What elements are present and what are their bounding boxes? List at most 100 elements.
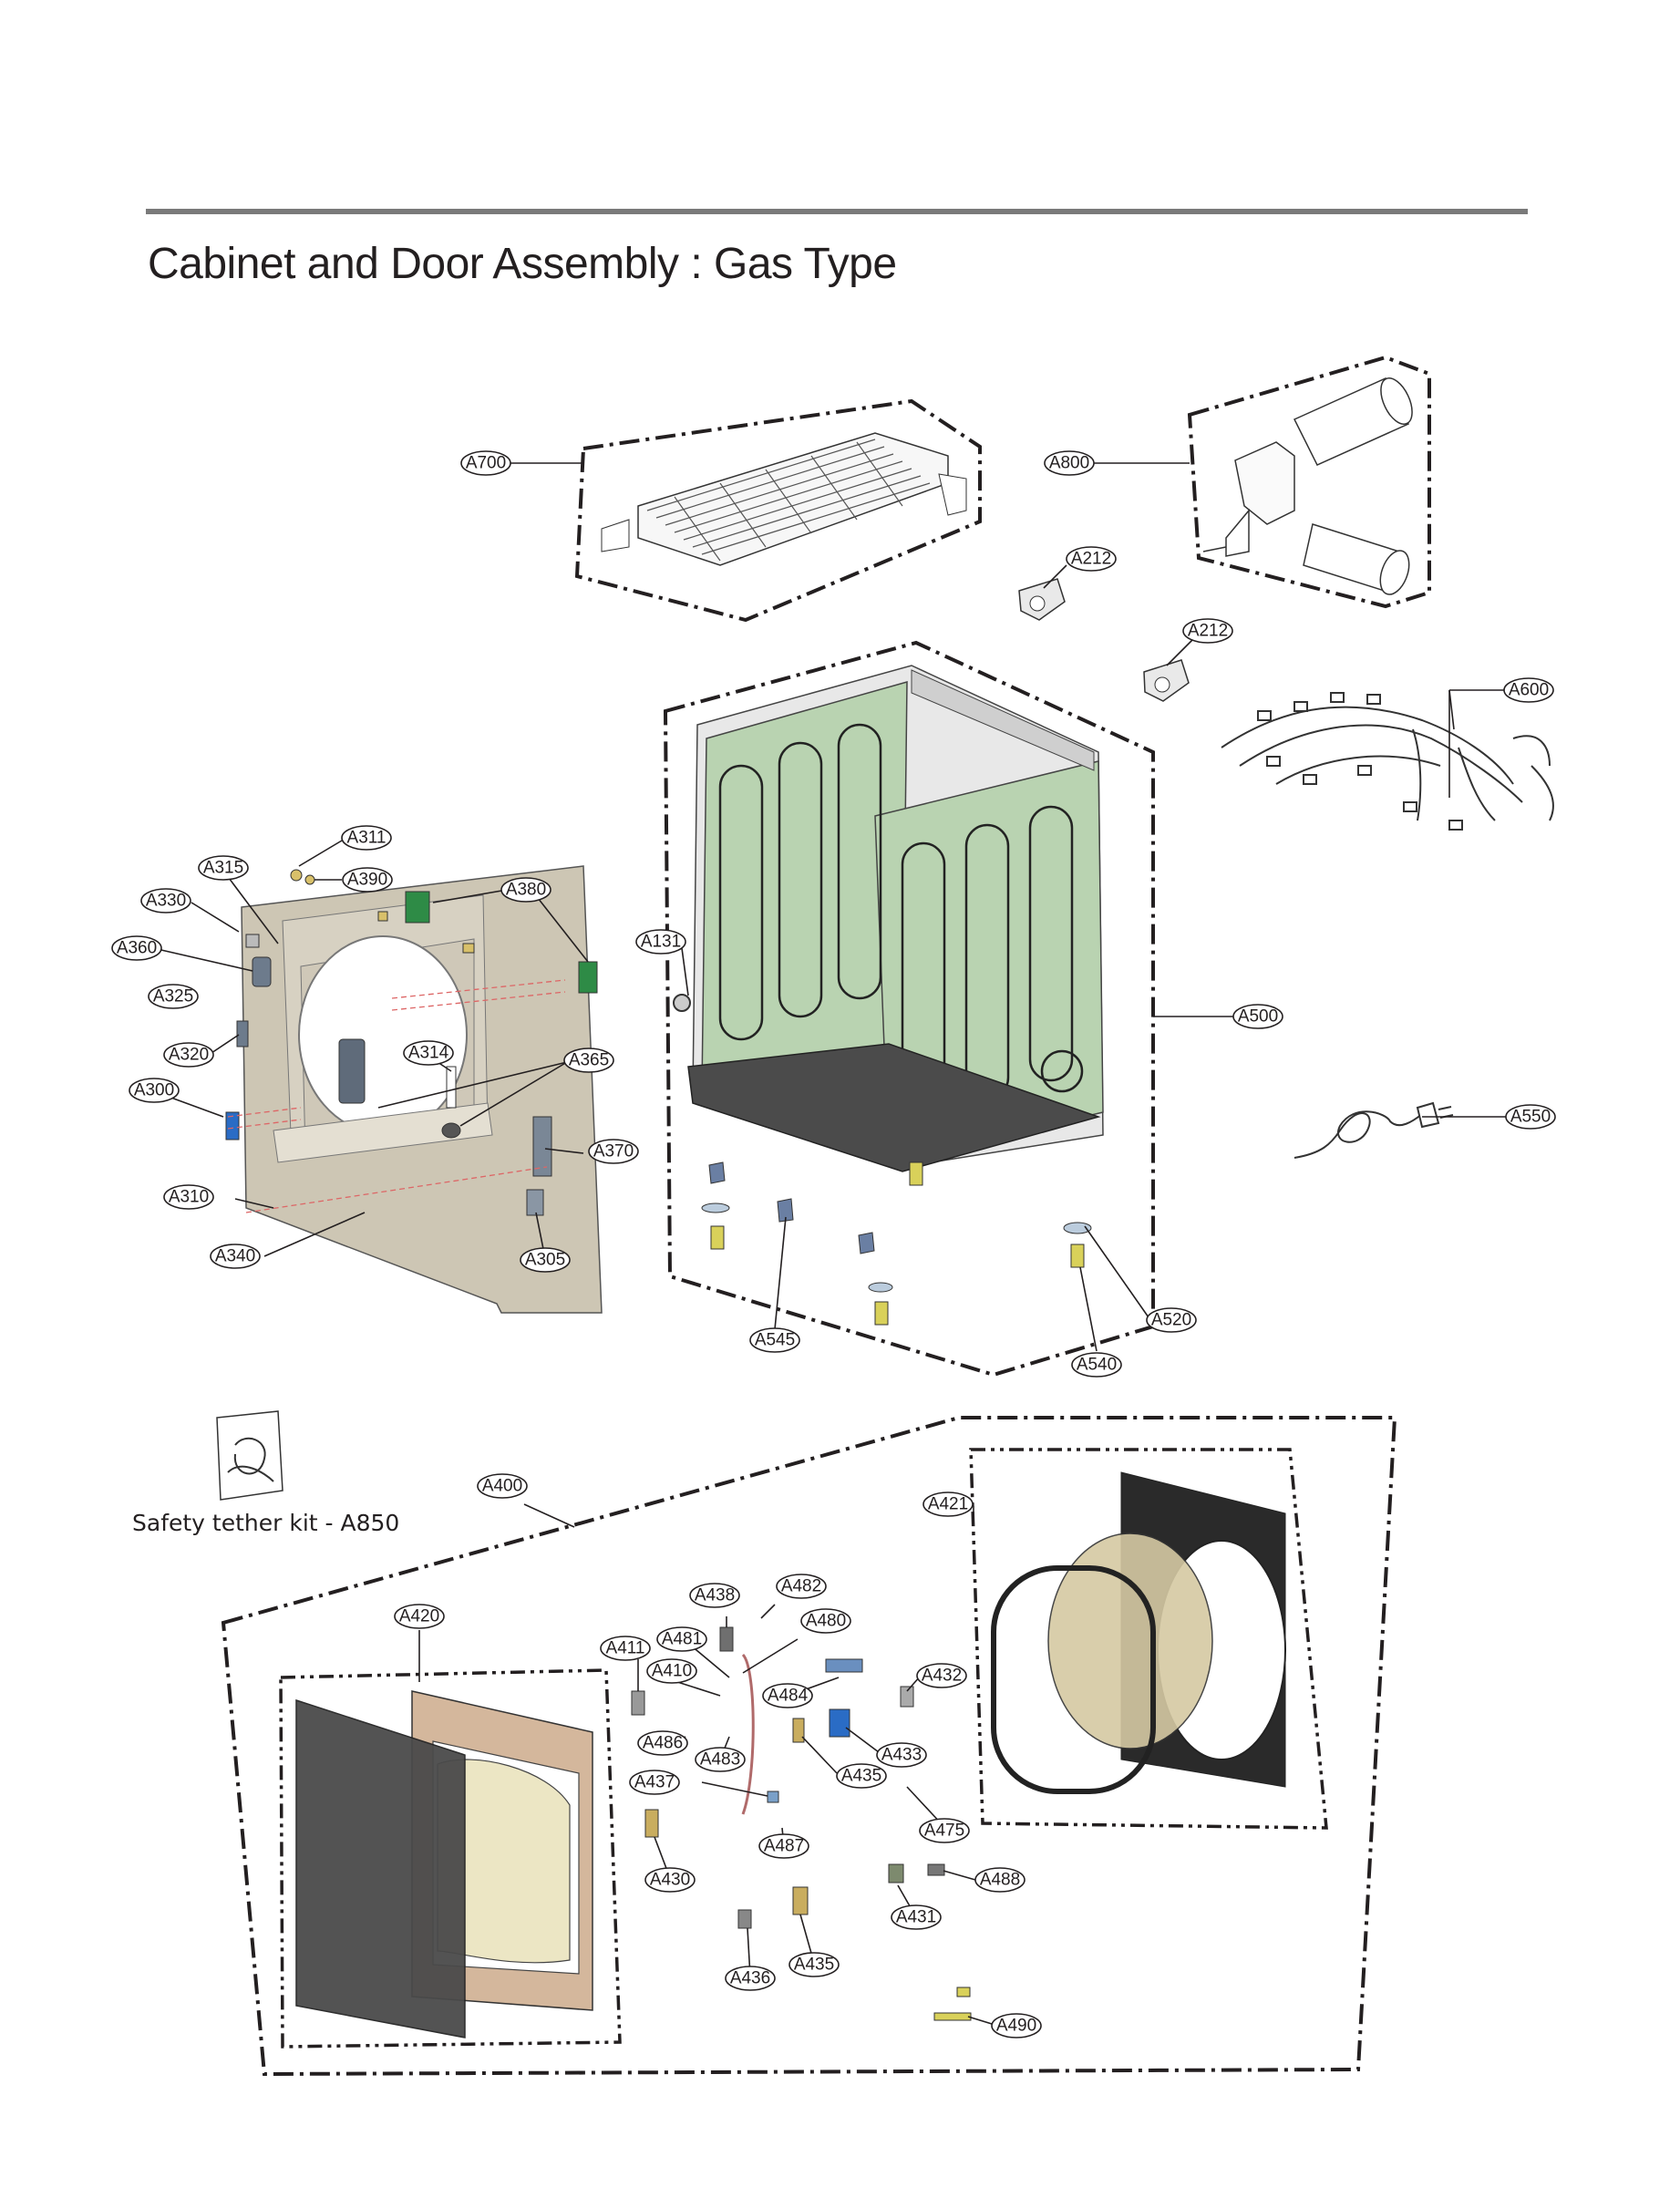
callout-a370: A370 [588,1139,639,1164]
callout-a431: A431 [891,1904,942,1930]
svg-text:A482: A482 [781,1577,821,1596]
callout-a545: A545 [749,1327,800,1353]
callout-a437: A437 [629,1770,680,1795]
callout-a310: A310 [163,1184,214,1210]
svg-text:A480: A480 [806,1612,846,1631]
callout-a600: A600 [1503,677,1554,703]
exhaust-duct-group [1187,355,1431,609]
callout-a320: A320 [163,1042,214,1068]
callout-a481: A481 [656,1626,707,1652]
svg-text:A420: A420 [399,1607,439,1626]
page-title: Cabinet and Door Assembly : Gas Type [148,240,897,288]
cabinet-body [687,665,1104,1172]
svg-text:A212: A212 [1071,550,1111,569]
callout-a550: A550 [1505,1104,1556,1130]
svg-text:A340: A340 [215,1247,255,1266]
callout-a330: A330 [140,888,191,913]
callout-a365: A365 [563,1048,614,1073]
callout-a540: A540 [1071,1352,1122,1378]
safety-tether-kit-icon [216,1410,283,1501]
svg-text:A540: A540 [1077,1356,1117,1375]
safety-tether-kit-label: Safety tether kit - A850 [132,1510,400,1536]
header-rule [146,209,1528,214]
callout-a432: A432 [916,1663,967,1688]
svg-text:A481: A481 [662,1630,702,1649]
svg-text:A475: A475 [924,1822,964,1841]
svg-text:A437: A437 [634,1773,675,1792]
svg-text:A305: A305 [525,1251,565,1270]
svg-text:A436: A436 [730,1969,770,1988]
svg-text:A484: A484 [768,1687,809,1706]
svg-text:A300: A300 [134,1081,174,1100]
callout-a436: A436 [725,1966,776,1991]
top-panel-part [601,432,967,566]
svg-text:A411: A411 [606,1639,645,1658]
callout-a305: A305 [520,1247,571,1273]
svg-text:A212: A212 [1188,622,1228,641]
callout-a315: A315 [198,855,249,881]
callout-a325: A325 [148,984,199,1009]
power-cord-part [1293,1101,1454,1159]
callout-a400: A400 [477,1473,528,1499]
wire-harness-part [1221,692,1554,831]
svg-text:A390: A390 [347,871,387,890]
callout-a421: A421 [922,1491,974,1517]
callout-a311: A311 [341,825,392,851]
svg-text:A700: A700 [466,454,506,473]
svg-text:A325: A325 [153,987,193,1006]
callout-a483: A483 [695,1747,746,1772]
svg-text:A320: A320 [169,1046,209,1065]
svg-text:A330: A330 [146,892,186,911]
svg-text:A490: A490 [996,2017,1036,2036]
control-part-upper [1018,578,1066,621]
callout-a420: A420 [394,1604,445,1629]
callout-a482: A482 [776,1574,827,1599]
svg-text:A314: A314 [408,1044,449,1063]
cabinet-group [663,640,1155,1378]
svg-text:A315: A315 [203,859,243,878]
svg-text:A483: A483 [700,1750,740,1770]
callout-a484: A484 [762,1683,813,1708]
svg-text:A431: A431 [896,1908,936,1927]
callout-a390: A390 [342,867,393,893]
callout-a487: A487 [758,1833,809,1859]
svg-text:A430: A430 [650,1871,690,1890]
leveling-legs [701,1161,1092,1326]
svg-text:A421: A421 [928,1495,968,1514]
door-small-parts [631,1626,972,2021]
svg-text:A131: A131 [641,933,681,952]
door-glass-assembly [991,1471,1286,1794]
callout-a380: A380 [500,877,551,903]
svg-text:A310: A310 [169,1188,209,1207]
svg-text:A520: A520 [1151,1311,1191,1330]
callout-a212-upper: A212 [1066,546,1117,572]
svg-text:A438: A438 [695,1586,735,1605]
control-part-lower [1143,659,1190,702]
callout-a435-upper: A435 [836,1763,887,1789]
svg-text:A435: A435 [841,1767,881,1786]
svg-text:A370: A370 [593,1142,634,1161]
callout-a500: A500 [1232,1004,1283,1029]
svg-text:A311: A311 [347,829,387,848]
door-group [221,1416,1397,2077]
svg-text:A380: A380 [506,881,546,900]
callout-a435-lower: A435 [788,1952,840,1977]
callout-a480: A480 [800,1608,851,1634]
svg-text:A488: A488 [980,1871,1020,1890]
svg-text:A600: A600 [1509,681,1549,700]
svg-text:A435: A435 [794,1956,834,1975]
svg-text:A410: A410 [652,1662,692,1681]
callout-a131: A131 [635,929,686,955]
svg-text:A400: A400 [482,1477,522,1496]
exhaust-duct-part [1202,377,1413,595]
callout-a800: A800 [1044,450,1095,476]
callout-a300: A300 [129,1078,180,1103]
callout-a340: A340 [210,1244,261,1269]
front-panel-small-parts [225,869,598,1216]
callout-a430: A430 [644,1867,696,1893]
svg-text:A365: A365 [569,1051,609,1070]
callout-a360: A360 [111,935,162,961]
callout-a520: A520 [1146,1307,1197,1333]
svg-text:A432: A432 [922,1667,962,1686]
